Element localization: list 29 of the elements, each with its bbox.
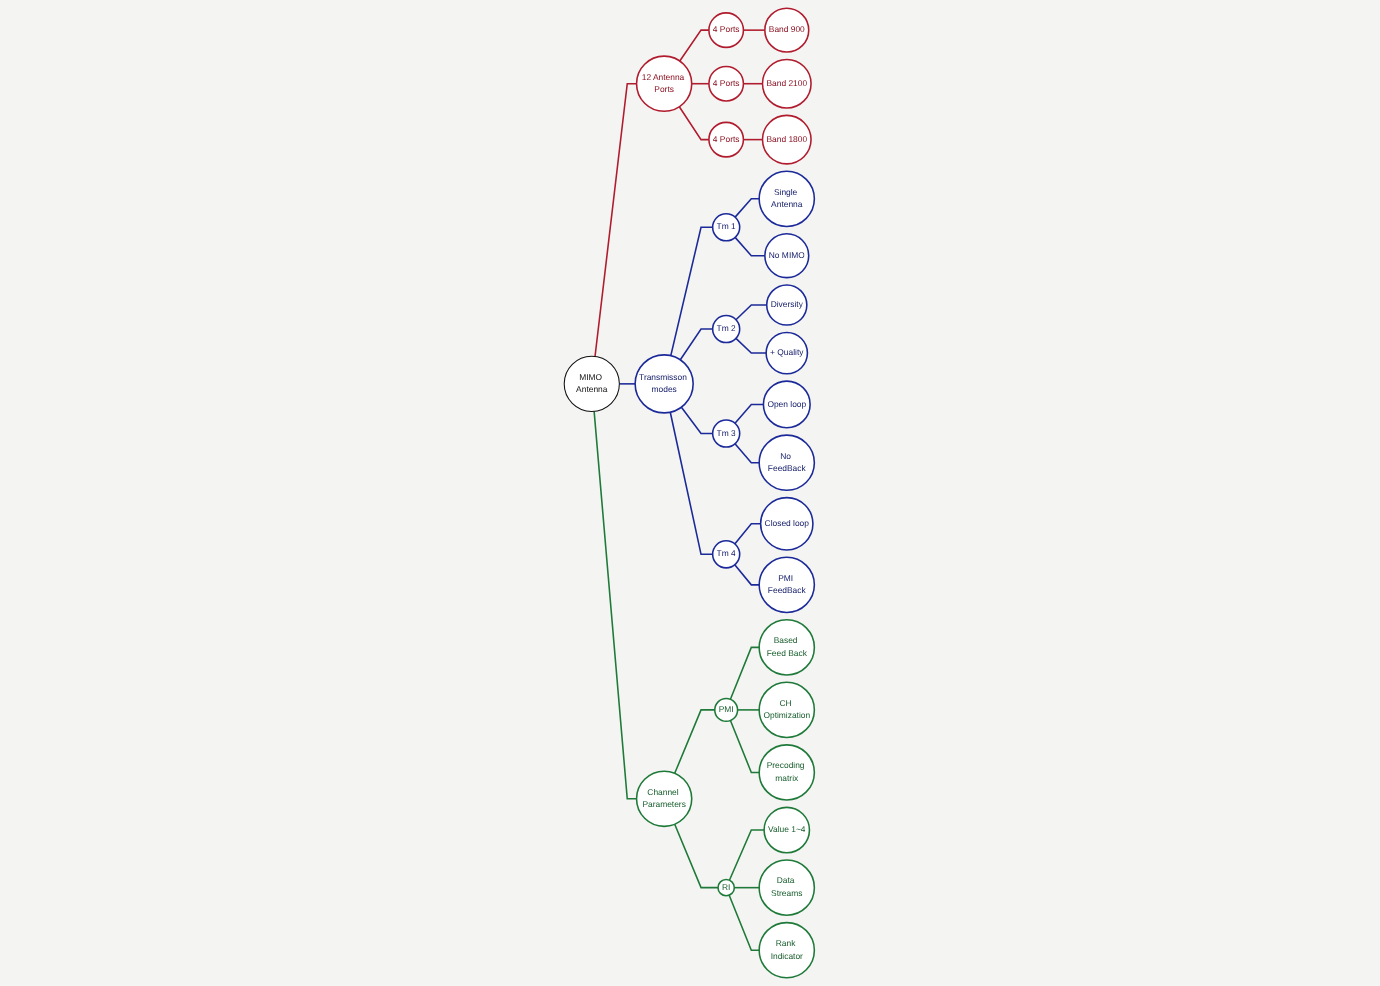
- connector: [734, 523, 763, 545]
- connector: [729, 829, 766, 881]
- connector: [594, 410, 639, 800]
- connector: [691, 82, 711, 85]
- connector: [735, 337, 768, 354]
- connector: [730, 719, 761, 774]
- connector: [594, 82, 639, 358]
- connector: [734, 563, 761, 586]
- connector: [737, 709, 761, 711]
- connector: [680, 328, 715, 361]
- connector: [679, 29, 711, 62]
- connector: [743, 82, 764, 85]
- connector: [619, 383, 637, 385]
- connector: [735, 304, 769, 321]
- connector: [734, 443, 761, 464]
- connector: [730, 646, 761, 701]
- connector: [735, 236, 767, 257]
- connector: [743, 29, 767, 31]
- connector: [729, 894, 761, 951]
- connector: [735, 198, 761, 218]
- connector: [670, 411, 715, 556]
- connector: [674, 709, 717, 775]
- connector: [679, 105, 711, 141]
- connector: [681, 406, 715, 435]
- connector: [734, 886, 761, 889]
- connector: [734, 403, 765, 425]
- connector: [670, 226, 715, 357]
- connector: [743, 138, 764, 141]
- connector: [674, 823, 720, 889]
